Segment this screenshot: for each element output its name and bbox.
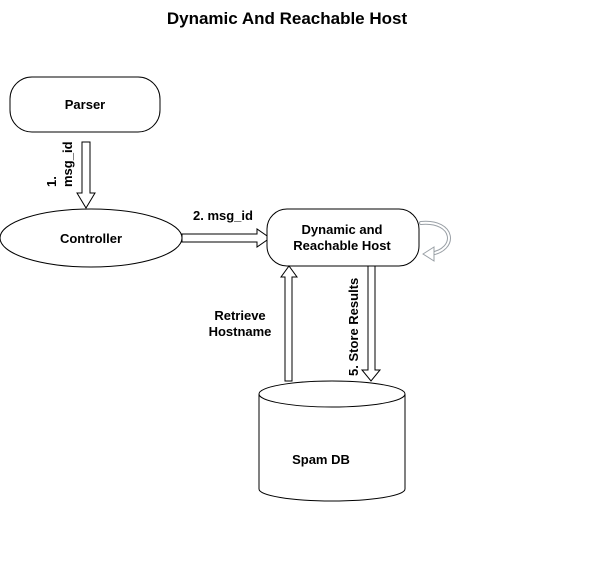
step2-label: 2. msg_id — [193, 208, 253, 223]
controller-label: Controller — [60, 231, 122, 246]
arrow-host-to-db — [360, 265, 382, 382]
arrow-parser-to-controller — [76, 141, 96, 209]
parser-box — [9, 76, 161, 133]
db-body — [258, 394, 406, 502]
retrieve-label-line1: Retrieve — [214, 308, 265, 323]
parser-label: Parser — [65, 97, 105, 112]
host-label-line2: Reachable Host — [293, 238, 391, 253]
host-label-line1: Dynamic and — [302, 222, 383, 237]
db-top — [258, 380, 406, 408]
step1-label: 1. msg_id — [44, 141, 75, 187]
diagram-title: Dynamic And Reachable Host — [167, 9, 408, 28]
host-node: Dynamic and Reachable Host — [266, 208, 420, 267]
parser-node: Parser — [9, 76, 161, 133]
step5-label: 5. Store Results — [346, 278, 361, 376]
retrieve-label-line2: Hostname — [209, 324, 272, 339]
arrow-db-to-host — [280, 265, 298, 382]
controller-node: Controller — [0, 208, 183, 268]
step1-message: msg_id — [60, 141, 75, 187]
host-box — [266, 208, 420, 267]
spam-db-cylinder: Spam DB — [258, 380, 406, 502]
db-label: Spam DB — [292, 452, 350, 467]
arrow-controller-to-host — [181, 228, 271, 248]
self-loop-arrow — [419, 220, 451, 262]
step1-number: 1. — [44, 176, 59, 187]
